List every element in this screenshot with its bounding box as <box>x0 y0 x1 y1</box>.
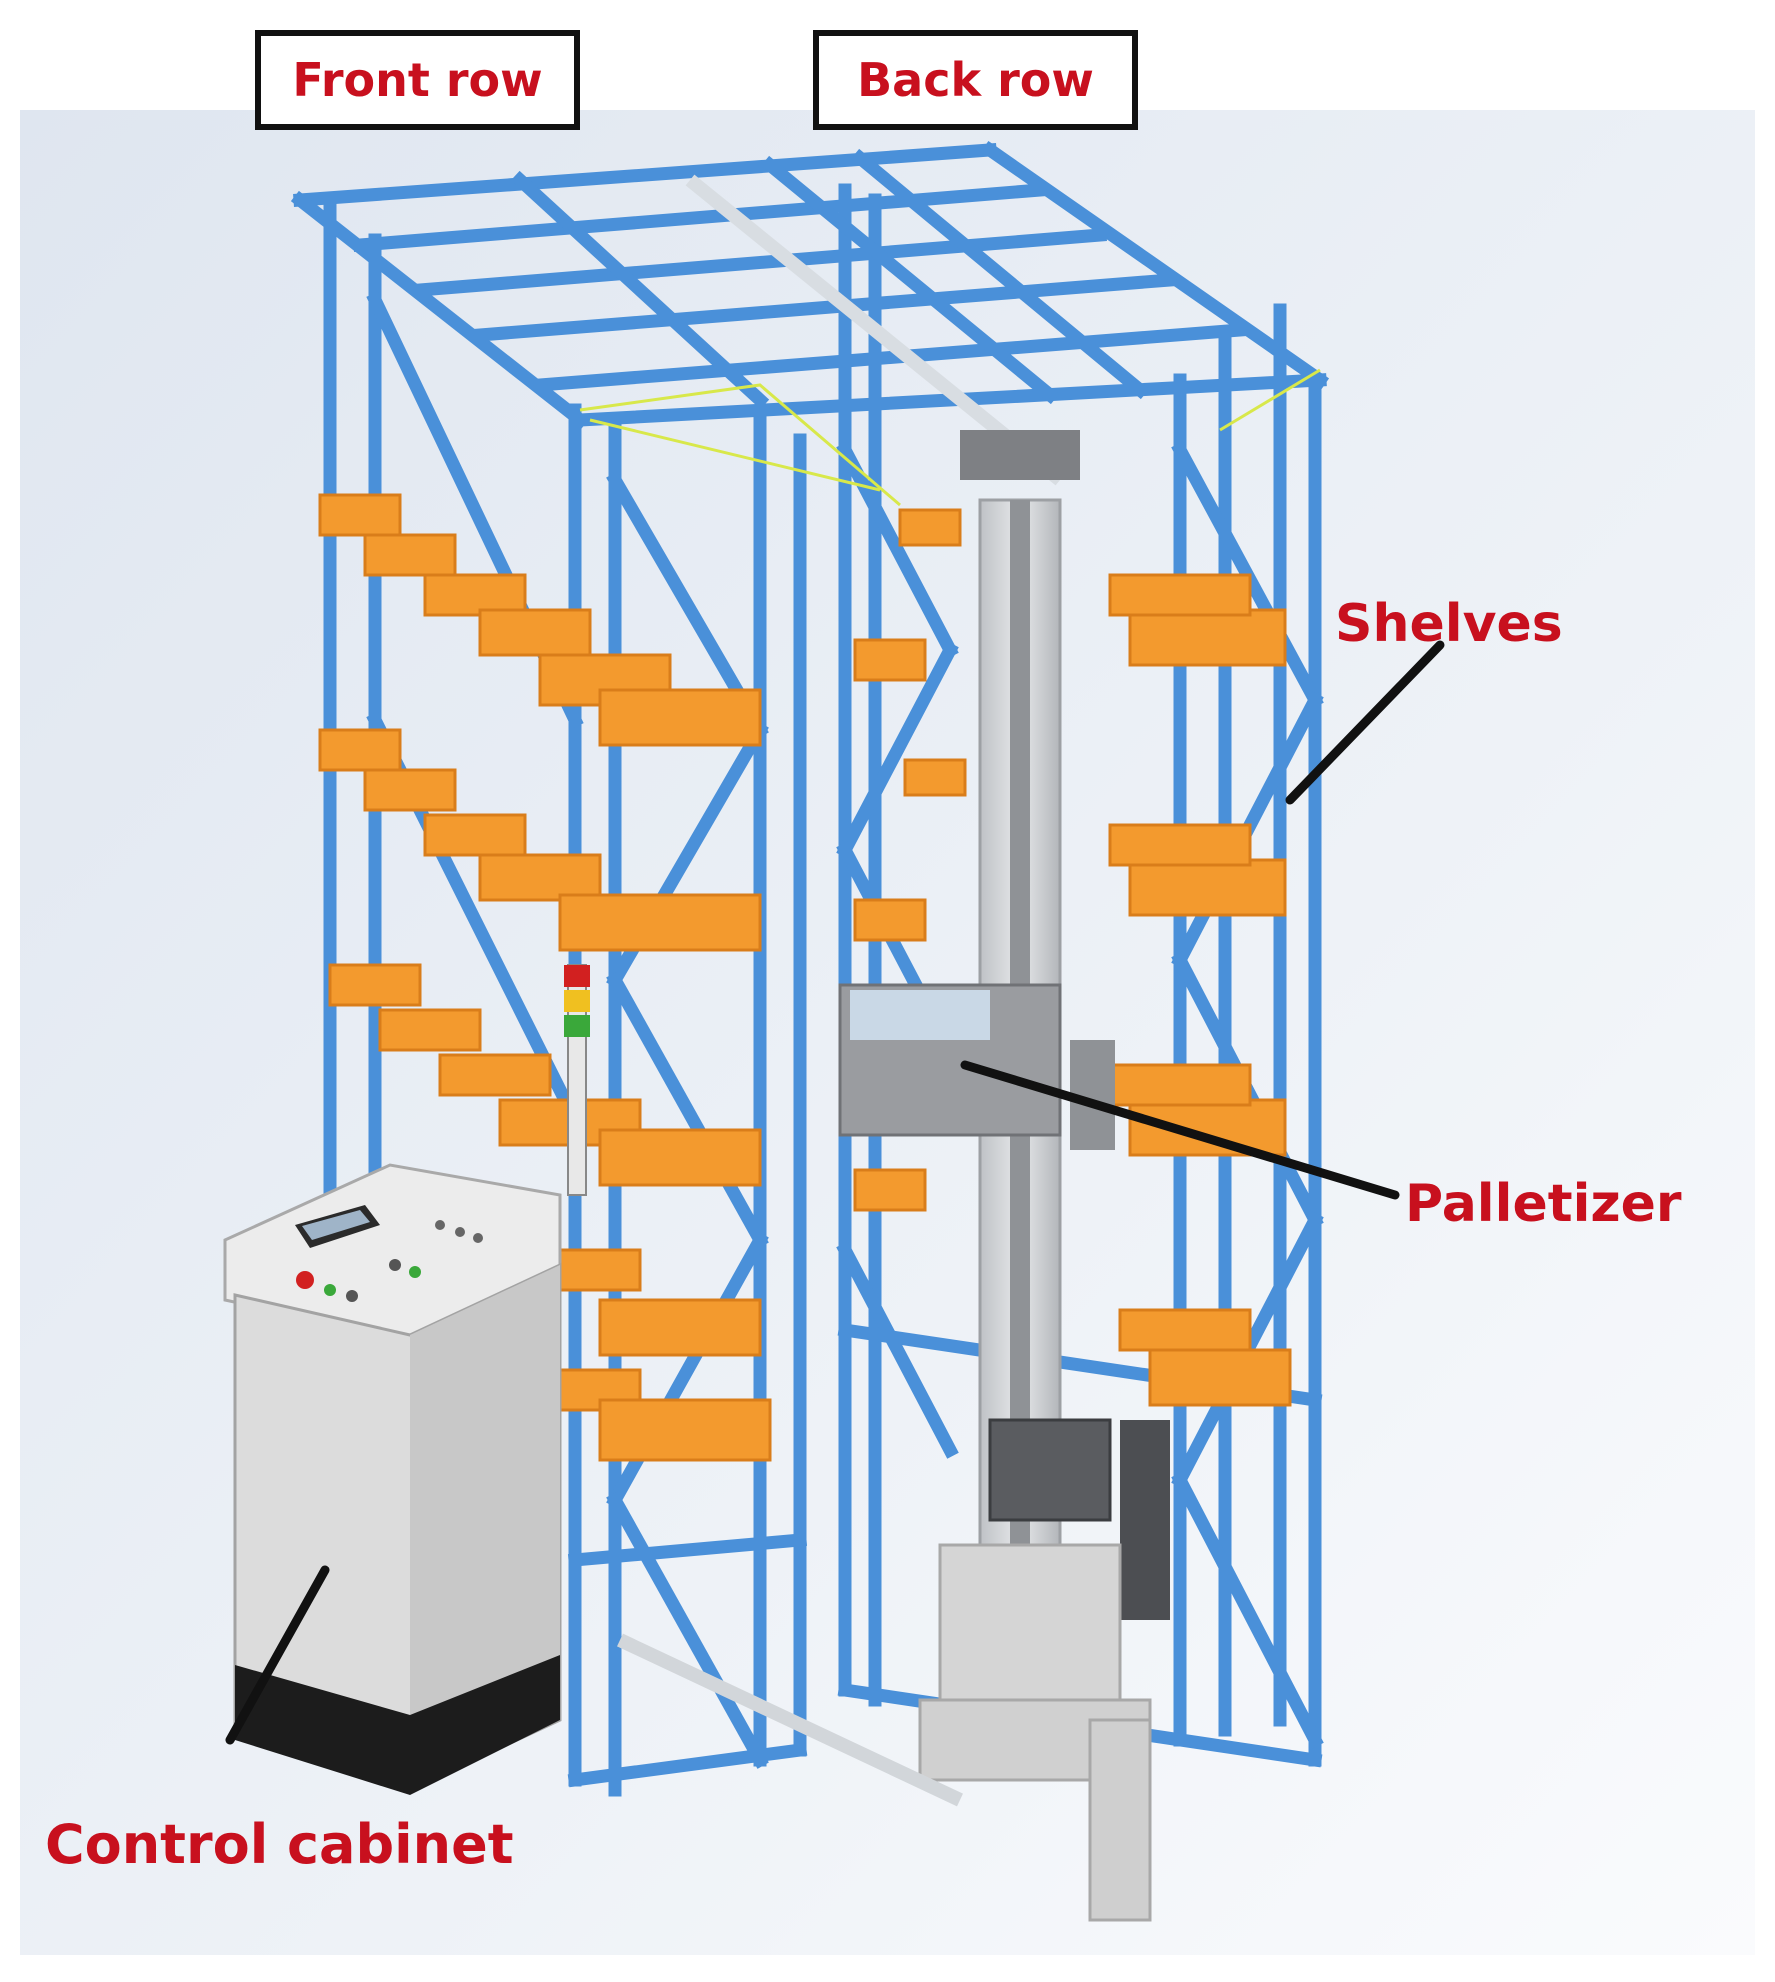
cabinet-pointer-line <box>225 1565 330 1745</box>
top-frame <box>290 140 1330 430</box>
front-row-shelves <box>318 493 772 1462</box>
shelves-label: Shelves <box>1335 594 1563 654</box>
control-cabinet <box>223 1163 562 1795</box>
back-row-shelves <box>853 508 1292 1407</box>
shelves-pointer-line <box>1285 640 1445 805</box>
callout-lines <box>225 640 1445 1745</box>
palletizer-pointer-line <box>960 1060 1400 1200</box>
palletizer-label: Palletizer <box>1405 1174 1682 1234</box>
front-row-box: Front row <box>255 30 580 130</box>
yellow-bracing <box>579 368 1321 507</box>
signal-tower <box>564 964 590 1196</box>
front-row-label: Front row <box>292 53 543 107</box>
control-cabinet-label: Control cabinet <box>45 1813 514 1876</box>
back-row-label: Back row <box>857 53 1094 107</box>
back-row-box: Back row <box>813 30 1138 130</box>
